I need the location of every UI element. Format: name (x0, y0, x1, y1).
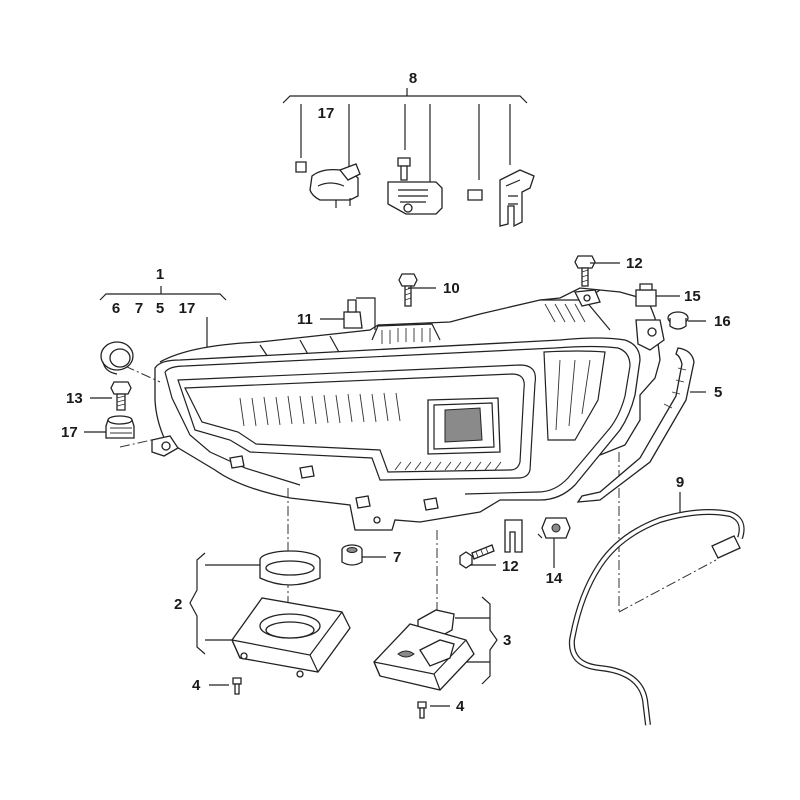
group-2-parts (189, 550, 351, 695)
callout-labels: 8 17 1 6 7 5 17 10 11 12 15 16 5 13 17 9… (61, 70, 731, 715)
callout-12-top: 12 (626, 255, 643, 272)
callout-11: 11 (297, 311, 313, 328)
grommet-part-7 (341, 544, 363, 566)
group-1-bracket (99, 286, 227, 352)
group-3-parts (373, 596, 498, 719)
cap-part-16 (667, 311, 689, 330)
callout-7-group: 7 (135, 300, 143, 317)
clip-part-14 (537, 517, 571, 539)
callout-10: 10 (443, 280, 460, 297)
clip-part-15 (635, 283, 657, 307)
callout-4-right: 4 (456, 698, 465, 715)
callout-5-group: 5 (156, 300, 164, 317)
callout-5: 5 (714, 384, 722, 401)
grommet-part-6 (100, 341, 134, 375)
screw-part-10 (398, 273, 418, 307)
group-8-bracket (282, 88, 528, 182)
callout-14: 14 (546, 570, 563, 587)
screw-part-12-bottom (459, 544, 495, 569)
callout-7: 7 (393, 549, 401, 566)
leader-lines (84, 262, 706, 568)
callout-17-left: 17 (61, 424, 78, 441)
callout-9: 9 (676, 474, 684, 491)
callout-13: 13 (66, 390, 83, 407)
callout-8: 8 (409, 70, 417, 87)
clip-part-11 (343, 297, 376, 330)
callout-12-bottom: 12 (502, 558, 519, 575)
callout-4-left: 4 (192, 677, 201, 694)
callout-17-top: 17 (318, 105, 335, 122)
callout-16: 16 (714, 313, 731, 330)
callout-3: 3 (503, 632, 511, 649)
bracket-part-right (467, 169, 535, 228)
seal-strip-part-5 (576, 347, 695, 503)
callout-2: 2 (174, 596, 182, 613)
callout-15: 15 (684, 288, 701, 305)
bracket-part-left (295, 161, 361, 208)
headlight-housing (151, 287, 665, 553)
bracket-part-middle (387, 157, 443, 215)
screw-part-13 (110, 381, 132, 411)
callout-1: 1 (156, 266, 164, 283)
screw-part-12-top (574, 255, 596, 287)
callout-17-group: 17 (179, 300, 196, 317)
hose-part-9 (568, 509, 745, 726)
adjuster-part-17 (105, 415, 135, 439)
callout-6: 6 (112, 300, 120, 317)
